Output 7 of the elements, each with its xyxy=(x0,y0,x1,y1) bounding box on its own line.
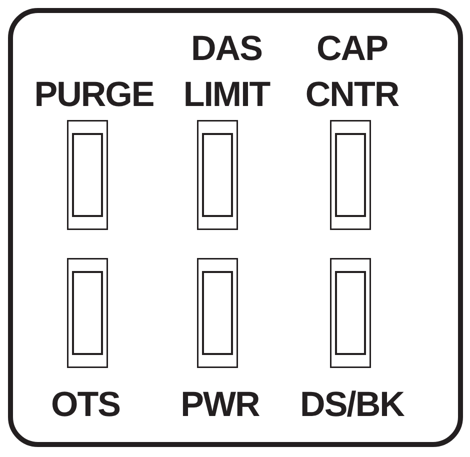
indicator-label: DS/BK xyxy=(299,384,406,426)
indicator-label: CAP CNTR xyxy=(304,28,400,116)
indicator-label: PURGE xyxy=(33,74,155,116)
indicator-label: PWR xyxy=(180,384,260,426)
indicator-label: OTS xyxy=(50,384,121,426)
indicator-label: DAS LIMIT xyxy=(182,28,272,116)
control-panel xyxy=(8,8,463,447)
